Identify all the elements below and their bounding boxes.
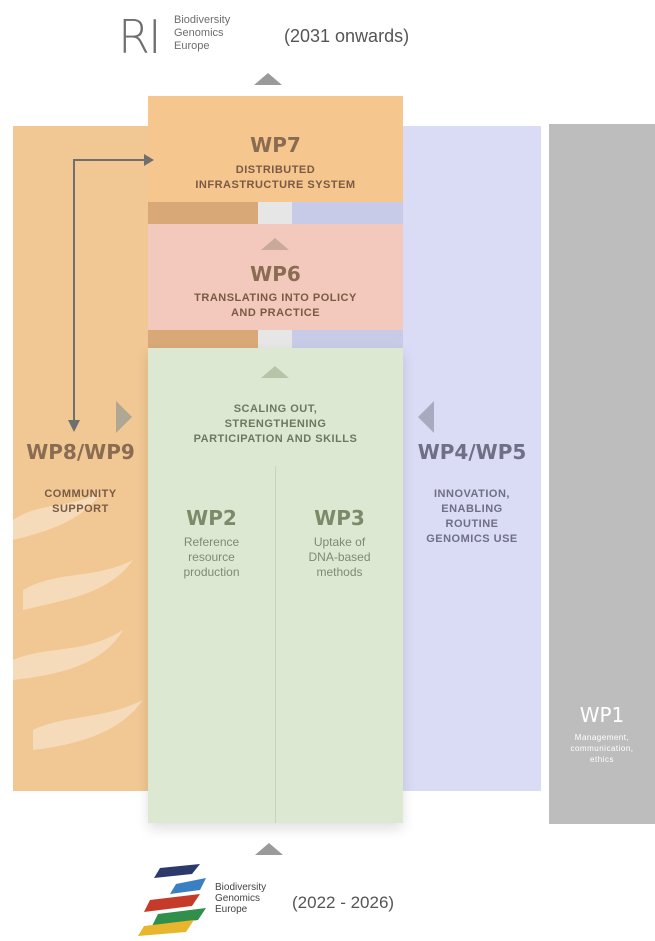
wp3-description-line: DNA-based	[308, 550, 371, 564]
wp2-description-line: resource	[188, 550, 235, 564]
wp4-wp5-subtitle-line: ROUTINE	[445, 518, 499, 530]
connector-strip	[148, 330, 258, 348]
scaling-subtitle-line: PARTICIPATION AND SKILLS	[193, 433, 358, 445]
wp8-wp9-subtitle-line: SUPPORT	[52, 503, 109, 515]
wp3-description-line: methods	[316, 565, 363, 579]
wp8-wp9-column	[13, 126, 148, 791]
feedback-loop-arrow	[68, 154, 154, 432]
wp4-wp5-subtitle: INNOVATION, ENABLING ROUTINE GENOMICS US…	[403, 487, 541, 547]
wp2-description-line: production	[183, 565, 240, 579]
connector-strip	[292, 330, 403, 348]
arrow-up-icon	[261, 238, 289, 250]
wp3-title: WP3	[314, 506, 365, 530]
ri-period: (2031 onwards)	[284, 26, 410, 46]
wp1-description-line: Management,	[574, 733, 630, 742]
wp1-description-line: communication,	[570, 744, 634, 753]
arrow-left-icon	[418, 401, 434, 433]
ri-logo-line: Genomics	[174, 27, 224, 39]
wp7-title: WP7	[250, 133, 301, 157]
ri-logo-line: Biodiversity	[174, 14, 231, 26]
wp8-wp9-subtitle-line: COMMUNITY	[44, 488, 117, 500]
wp6-subtitle: TRANSLATING INTO POLICY AND PRACTICE	[148, 291, 403, 321]
arrow-right-icon	[116, 401, 132, 433]
wp3-description-line: Uptake of	[313, 535, 366, 549]
arrow-up-icon	[255, 843, 283, 855]
wp6-subtitle-line: AND PRACTICE	[230, 307, 321, 319]
bge-logo-line: Biodiversity	[215, 882, 267, 893]
wp4-wp5-column	[403, 126, 541, 791]
arrow-up-icon	[254, 73, 282, 85]
wp1-description: Management, communication, ethics	[549, 732, 655, 765]
bge-logo-line: Europe	[215, 904, 248, 915]
wp2-title: WP2	[186, 506, 237, 530]
arrow-up-icon	[261, 366, 289, 378]
ri-logo-letters: RI	[118, 10, 162, 64]
ri-logo: RI Biodiversity Genomics Europe	[118, 10, 288, 66]
ri-logo-text: Biodiversity Genomics Europe	[174, 14, 230, 53]
scaling-subtitle-line: STRENGTHENING	[224, 418, 327, 430]
wp8-wp9-title: WP8/WP9	[26, 440, 135, 464]
wp2-description-line: Reference	[183, 535, 240, 549]
wp7-box	[148, 96, 403, 202]
connector-strip	[292, 202, 403, 224]
wp8-wp9-subtitle: COMMUNITY SUPPORT	[13, 487, 148, 517]
bge-logo-icon	[138, 864, 206, 936]
wp4-wp5-subtitle-line: INNOVATION,	[434, 488, 510, 500]
bge-period: (2022 - 2026)	[292, 893, 395, 912]
ri-logo-line: Europe	[174, 40, 210, 52]
wp2-description: Reference resource production	[148, 535, 275, 580]
wp2-wp3-divider	[275, 466, 276, 823]
connector-strip	[258, 330, 292, 348]
wp1-column	[549, 124, 655, 824]
bge-logo-line: Genomics	[215, 893, 261, 904]
connector-strip	[258, 202, 292, 224]
scaling-subtitle: SCALING OUT, STRENGTHENING PARTICIPATION…	[148, 402, 403, 447]
wp1-description-line: ethics	[590, 755, 614, 764]
wp4-wp5-subtitle-line: GENOMICS USE	[426, 533, 518, 545]
wp1-title: WP1	[579, 703, 625, 727]
bge-logo-text: Biodiversity Genomics Europe	[215, 882, 266, 915]
wp7-subtitle: DISTRIBUTED INFRASTRUCTURE SYSTEM	[148, 163, 403, 193]
scaling-subtitle-line: SCALING OUT,	[233, 403, 318, 415]
leaf-pattern-decoration	[13, 490, 143, 750]
wp7-subtitle-line: INFRASTRUCTURE SYSTEM	[195, 179, 356, 191]
wp4-wp5-subtitle-line: ENABLING	[441, 503, 503, 515]
wp4-wp5-title: WP4/WP5	[417, 440, 527, 464]
wp3-description: Uptake of DNA-based methods	[276, 535, 403, 580]
wp7-subtitle-line: DISTRIBUTED	[235, 164, 316, 176]
connector-strip	[148, 202, 258, 224]
wp6-subtitle-line: TRANSLATING INTO POLICY	[194, 292, 357, 304]
wp6-title: WP6	[250, 262, 301, 286]
